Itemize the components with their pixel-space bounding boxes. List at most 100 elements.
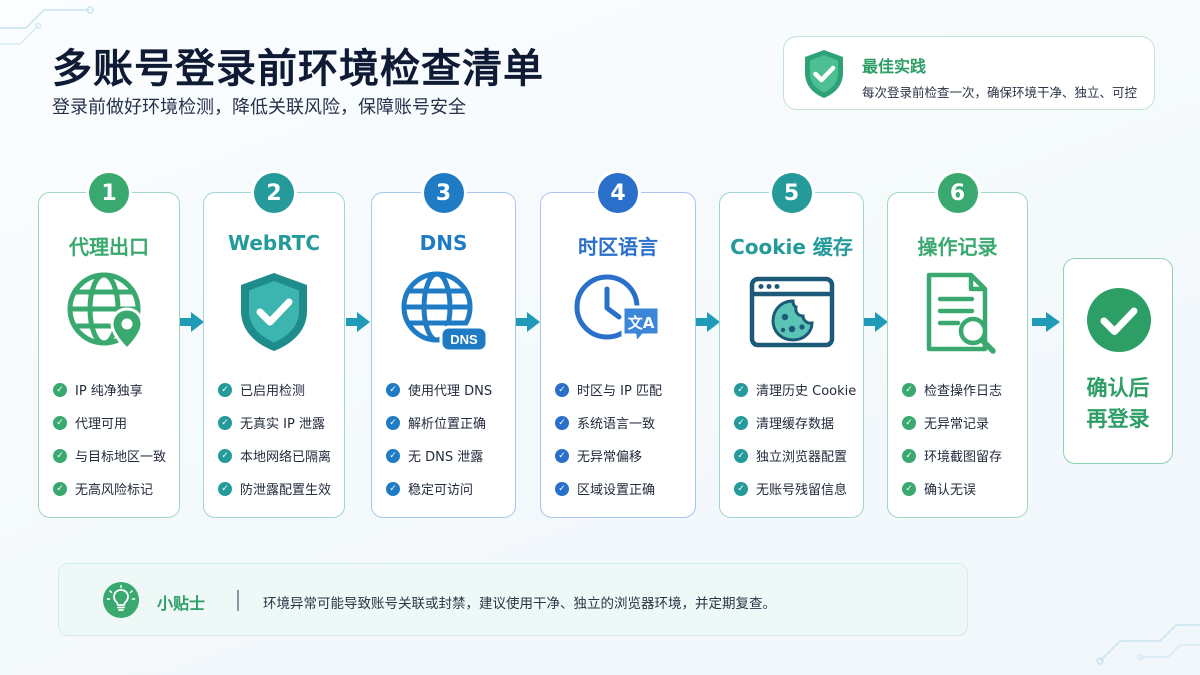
step-card-timezone-language: 4 时区语言 文A ✓时区与 IP 匹配 ✓系统语言一致 ✓无异常偏移 ✓区域设… bbox=[540, 173, 696, 518]
list-item: ✓无高风险标记 bbox=[53, 472, 171, 505]
step-number-badge: 6 bbox=[937, 173, 978, 213]
flow-arrow-icon bbox=[1032, 312, 1060, 332]
check-icon: ✓ bbox=[555, 481, 569, 496]
list-item: ✓防泄露配置生效 bbox=[218, 472, 336, 505]
checklist: ✓检查操作日志 ✓无异常记录 ✓环境截图留存 ✓确认无误 bbox=[902, 373, 1019, 505]
check-icon: ✓ bbox=[53, 448, 67, 463]
list-item: ✓本地网络已隔离 bbox=[218, 439, 336, 472]
flow-arrow-icon bbox=[864, 312, 888, 332]
list-item: ✓与目标地区一致 bbox=[53, 439, 171, 472]
check-icon: ✓ bbox=[53, 415, 67, 430]
check-icon: ✓ bbox=[734, 382, 748, 397]
check-icon: ✓ bbox=[218, 382, 232, 397]
translate-badge-label: 文A bbox=[628, 314, 655, 332]
check-icon: ✓ bbox=[386, 382, 400, 397]
step-number-badge: 4 bbox=[598, 173, 638, 213]
tip-text: 环境异常可能导致账号关联或封禁，建议使用干净、独立的浏览器环境，并定期复查。 bbox=[263, 596, 776, 612]
globe-location-icon bbox=[67, 272, 144, 352]
best-practice-text: 每次登录前检查一次，确保环境干净、独立、可控 bbox=[862, 85, 1138, 100]
globe-dns-icon: DNS bbox=[401, 271, 488, 353]
check-icon: ✓ bbox=[555, 382, 569, 397]
check-icon: ✓ bbox=[902, 382, 916, 397]
step-card-webrtc: 2 WebRTC ✓已启用检测 ✓无真实 IP 泄露 ✓本地网络已隔离 ✓防泄露… bbox=[203, 173, 345, 518]
step-card-proxy: 1 代理出口 ✓IP 纯净独享 ✓代理可用 ✓与目标地区一致 ✓无高风险标记 bbox=[38, 173, 180, 518]
list-item: ✓环境截图留存 bbox=[902, 439, 1019, 472]
check-circle-icon bbox=[1087, 288, 1151, 352]
shield-check-icon bbox=[805, 50, 843, 98]
step-number-badge: 1 bbox=[89, 173, 129, 213]
check-icon: ✓ bbox=[555, 448, 569, 463]
step-title: 代理出口 bbox=[69, 235, 149, 259]
step-title: 操作记录 bbox=[917, 235, 998, 259]
step-number-badge: 2 bbox=[254, 173, 294, 213]
check-icon: ✓ bbox=[386, 481, 400, 496]
flow-arrow-icon bbox=[516, 312, 540, 332]
page-title: 多账号登录前环境检查清单 bbox=[52, 46, 544, 92]
list-item: ✓清理缓存数据 bbox=[734, 406, 855, 439]
best-practice-box: 最佳实践 每次登录前检查一次，确保环境干净、独立、可控 bbox=[783, 36, 1155, 110]
tip-divider bbox=[237, 590, 239, 611]
list-item: ✓代理可用 bbox=[53, 406, 171, 439]
step-number-badge: 3 bbox=[423, 173, 464, 213]
list-item: ✓区域设置正确 bbox=[555, 472, 687, 505]
check-icon: ✓ bbox=[218, 481, 232, 496]
clock-translate-icon: 文A bbox=[574, 274, 661, 345]
checklist: ✓清理历史 Cookie ✓清理缓存数据 ✓独立浏览器配置 ✓无账号残留信息 bbox=[734, 373, 856, 505]
step-number-badge: 5 bbox=[771, 173, 812, 213]
check-icon: ✓ bbox=[218, 415, 232, 430]
list-item: ✓时区与 IP 匹配 bbox=[555, 373, 687, 406]
lightbulb-icon bbox=[103, 582, 139, 618]
step-card-operation-log: 6 操作记录 ✓检查操作日志 ✓无异常记录 ✓环境截图留存 ✓确认无误 bbox=[887, 173, 1028, 518]
step-title: DNS bbox=[419, 231, 468, 255]
checklist: ✓时区与 IP 匹配 ✓系统语言一致 ✓无异常偏移 ✓区域设置正确 bbox=[555, 373, 687, 505]
list-item: ✓无真实 IP 泄露 bbox=[218, 406, 336, 439]
list-item: ✓稳定可访问 bbox=[386, 472, 507, 505]
browser-cookie-icon bbox=[749, 276, 834, 348]
list-item: ✓无 DNS 泄露 bbox=[386, 439, 507, 472]
circuit-decoration-bottom-right bbox=[1096, 624, 1200, 665]
step-title: WebRTC bbox=[227, 231, 321, 255]
list-item: ✓解析位置正确 bbox=[386, 406, 507, 439]
checklist: ✓使用代理 DNS ✓解析位置正确 ✓无 DNS 泄露 ✓稳定可访问 bbox=[386, 373, 507, 505]
list-item: ✓检查操作日志 bbox=[902, 373, 1019, 406]
check-icon: ✓ bbox=[902, 448, 916, 463]
check-icon: ✓ bbox=[53, 382, 67, 397]
page-subtitle: 登录前做好环境检测，降低关联风险，保障账号安全 bbox=[52, 97, 466, 118]
list-item: ✓系统语言一致 bbox=[555, 406, 687, 439]
best-practice-title: 最佳实践 bbox=[862, 57, 927, 76]
tip-box: 小贴士 环境异常可能导致账号关联或封禁，建议使用干净、独立的浏览器环境，并定期复… bbox=[58, 563, 968, 636]
list-item: ✓确认无误 bbox=[902, 472, 1019, 505]
checklist: ✓IP 纯净独享 ✓代理可用 ✓与目标地区一致 ✓无高风险标记 bbox=[53, 373, 171, 505]
check-icon: ✓ bbox=[734, 448, 748, 463]
list-item: ✓无异常偏移 bbox=[555, 439, 687, 472]
list-item: ✓已启用检测 bbox=[218, 373, 336, 406]
check-icon: ✓ bbox=[734, 481, 748, 496]
final-text: 确认后 再登录 bbox=[1086, 376, 1150, 431]
list-item: ✓使用代理 DNS bbox=[386, 373, 507, 406]
final-confirm-box: 确认后 再登录 bbox=[1063, 258, 1173, 464]
dns-badge-label: DNS bbox=[450, 332, 478, 347]
check-icon: ✓ bbox=[386, 448, 400, 463]
list-item: ✓无异常记录 bbox=[902, 406, 1019, 439]
check-icon: ✓ bbox=[53, 481, 67, 496]
step-card-dns: 3 DNS DNS ✓使用代理 DNS ✓解析位置正确 ✓无 DNS 泄露 ✓稳… bbox=[371, 173, 516, 518]
flow-arrow-icon bbox=[180, 312, 204, 332]
shield-check-icon bbox=[241, 273, 307, 351]
flow-arrow-icon bbox=[696, 312, 720, 332]
list-item: ✓独立浏览器配置 bbox=[734, 439, 855, 472]
document-search-icon bbox=[926, 272, 996, 354]
check-icon: ✓ bbox=[902, 481, 916, 496]
check-icon: ✓ bbox=[218, 448, 232, 463]
step-title: Cookie 缓存 bbox=[730, 235, 853, 259]
check-icon: ✓ bbox=[555, 415, 569, 430]
list-item: ✓无账号残留信息 bbox=[734, 472, 855, 505]
check-icon: ✓ bbox=[386, 415, 400, 430]
list-item: ✓IP 纯净独享 bbox=[53, 373, 171, 406]
step-title: 时区语言 bbox=[578, 235, 658, 259]
list-item: ✓清理历史 Cookie bbox=[734, 373, 856, 406]
check-icon: ✓ bbox=[734, 415, 748, 430]
check-icon: ✓ bbox=[902, 415, 916, 430]
tip-label: 小贴士 bbox=[157, 594, 206, 613]
flow-arrow-icon bbox=[346, 312, 370, 332]
step-card-cookie-cache: 5 Cookie 缓存 ✓清理历史 Cookie ✓清理缓存数据 ✓独立浏览器配… bbox=[719, 173, 864, 518]
